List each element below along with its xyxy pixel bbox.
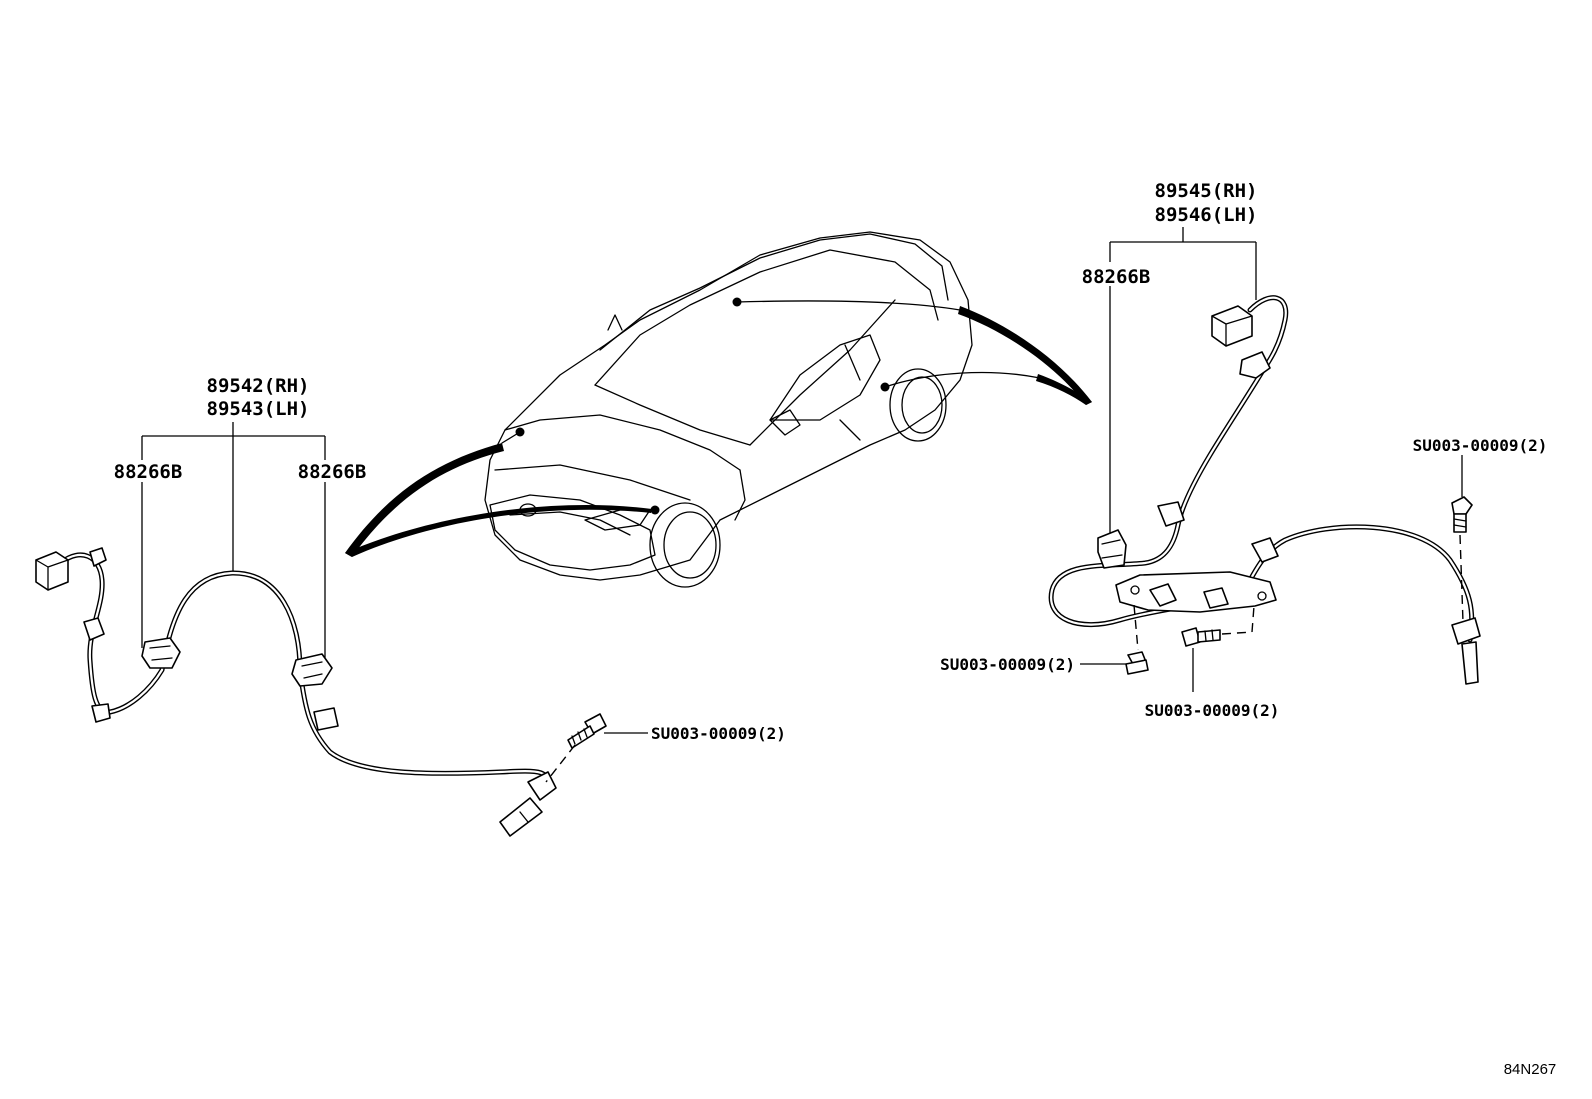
rear-sensor-rh-label: 89545(RH) <box>1155 180 1258 202</box>
rear-bolt-bottom <box>1181 627 1221 647</box>
rear-bolt-left <box>1125 651 1149 675</box>
rear-bolt-left-label: SU003-00009(2) <box>940 655 1075 674</box>
rear-sensor-head <box>1451 617 1481 645</box>
vehicle-illustration <box>484 231 973 588</box>
rear-clamp <box>1097 529 1127 569</box>
front-sensor-bolt <box>567 713 607 749</box>
front-speed-sensor-assembly <box>35 422 648 837</box>
rear-clamp-label: 88266B <box>1082 266 1151 288</box>
rear-callout-sweep <box>736 300 1092 405</box>
rear-bolt-top-label: SU003-00009(2) <box>1413 436 1548 455</box>
front-clamp-right-label: 88266B <box>298 461 367 483</box>
rear-sensor-connector <box>1211 305 1253 347</box>
front-bolt-label: SU003-00009(2) <box>651 724 786 743</box>
front-sensor-connector <box>35 551 69 591</box>
diagram-reference-code: 84N267 <box>1504 1061 1557 1078</box>
front-sensor-head <box>499 797 543 837</box>
front-clamp-left-label: 88266B <box>114 461 183 483</box>
rear-speed-sensor-assembly <box>1048 227 1481 692</box>
front-sensor-rh-label: 89542(RH) <box>207 375 310 397</box>
front-clamp-right <box>291 653 333 687</box>
front-clamp-left <box>141 637 181 669</box>
front-sensor-lh-label: 89543(LH) <box>207 398 310 420</box>
rear-bolt-top <box>1451 496 1473 533</box>
front-sensor-location-dot-2 <box>650 505 660 515</box>
front-callout-sweep <box>345 431 652 557</box>
rear-sensor-lh-label: 89546(LH) <box>1155 204 1258 226</box>
rear-sensor-bracket <box>1115 571 1277 613</box>
rear-bolt-bottom-label: SU003-00009(2) <box>1145 701 1280 720</box>
